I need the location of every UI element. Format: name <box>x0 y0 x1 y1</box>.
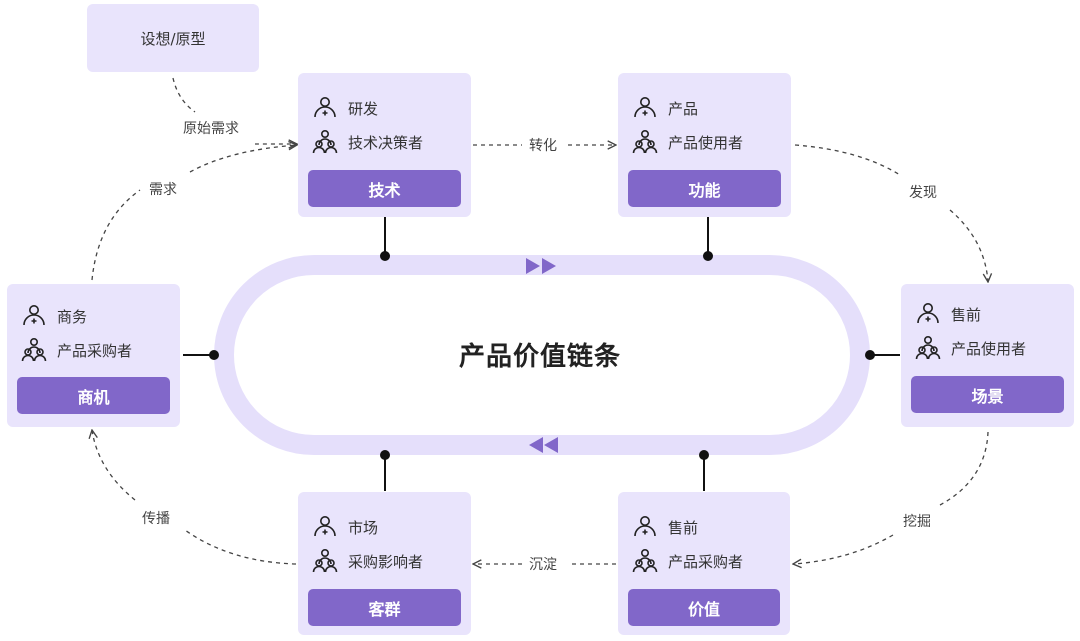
card-group: 技术决策者 <box>348 133 424 152</box>
group-icon <box>915 335 941 361</box>
person-plus-icon <box>632 95 658 121</box>
connector-dots <box>209 251 875 460</box>
person-plus-icon <box>915 301 941 327</box>
backward-arrows-icon <box>529 437 558 453</box>
audience-button[interactable]: 客群 <box>308 589 461 626</box>
edge-feature-discover-a <box>794 144 901 176</box>
card-role: 产品 <box>668 99 699 118</box>
card-role: 售前 <box>668 518 699 537</box>
edge-label-dig: 挖掘 <box>900 513 934 531</box>
tech-button[interactable]: 技术 <box>308 170 461 207</box>
scene-button[interactable]: 场景 <box>911 376 1064 413</box>
edge-discover-to-scene <box>949 209 988 282</box>
edge-label-discover: 发现 <box>906 184 940 202</box>
card-value: 售前 产品采购者 价值 <box>618 492 790 635</box>
card-group: 产品使用者 <box>668 133 744 152</box>
edge-label-convert: 转化 <box>526 137 560 155</box>
card-group: 产品采购者 <box>668 552 744 571</box>
edge-label-settle: 沉淀 <box>526 556 560 574</box>
edge-label-need: 需求 <box>146 181 180 199</box>
person-plus-icon <box>632 514 658 540</box>
card-role: 市场 <box>348 518 379 537</box>
person-plus-icon <box>21 303 47 329</box>
biz-button[interactable]: 商机 <box>17 377 170 414</box>
edge-audience-spread-a <box>184 529 297 565</box>
diagram-title: 产品价值链条 <box>458 342 621 372</box>
edge-label-raw-need: 原始需求 <box>180 120 242 138</box>
flow-edges <box>91 77 989 565</box>
group-icon <box>312 129 338 155</box>
person-plus-icon <box>312 95 338 121</box>
edge-dig-to-value <box>793 534 894 564</box>
group-icon <box>21 337 47 363</box>
forward-arrows-icon <box>526 258 556 274</box>
card-feature: 产品 产品使用者 功能 <box>618 73 791 217</box>
feature-button[interactable]: 功能 <box>628 170 781 207</box>
idea-prototype-box: 设想/原型 <box>87 4 259 72</box>
edge-scene-dig-a <box>939 431 989 506</box>
edge-label-spread: 传播 <box>139 510 173 528</box>
person-plus-icon <box>312 514 338 540</box>
group-icon <box>632 548 658 574</box>
group-icon <box>312 548 338 574</box>
card-scene: 售前 产品使用者 场景 <box>901 284 1074 427</box>
card-biz: 商务 产品采购者 商机 <box>7 284 180 427</box>
card-audience: 市场 采购影响者 客群 <box>298 492 471 635</box>
card-group: 产品使用者 <box>951 339 1027 358</box>
value-button[interactable]: 价值 <box>628 589 780 626</box>
card-connectors <box>183 217 900 491</box>
edge-idea-to-raw-need <box>172 77 196 113</box>
card-role: 售前 <box>951 305 982 324</box>
edge-spread-to-biz <box>92 430 136 501</box>
card-role: 商务 <box>57 307 88 326</box>
card-role: 研发 <box>348 99 379 118</box>
edge-need-to-tech <box>189 145 297 173</box>
card-group: 采购影响者 <box>348 552 424 571</box>
group-icon <box>632 129 658 155</box>
card-tech: 研发 技术决策者 技术 <box>298 73 471 217</box>
edge-biz-to-need-a <box>91 189 141 281</box>
card-group: 产品采购者 <box>57 341 133 360</box>
